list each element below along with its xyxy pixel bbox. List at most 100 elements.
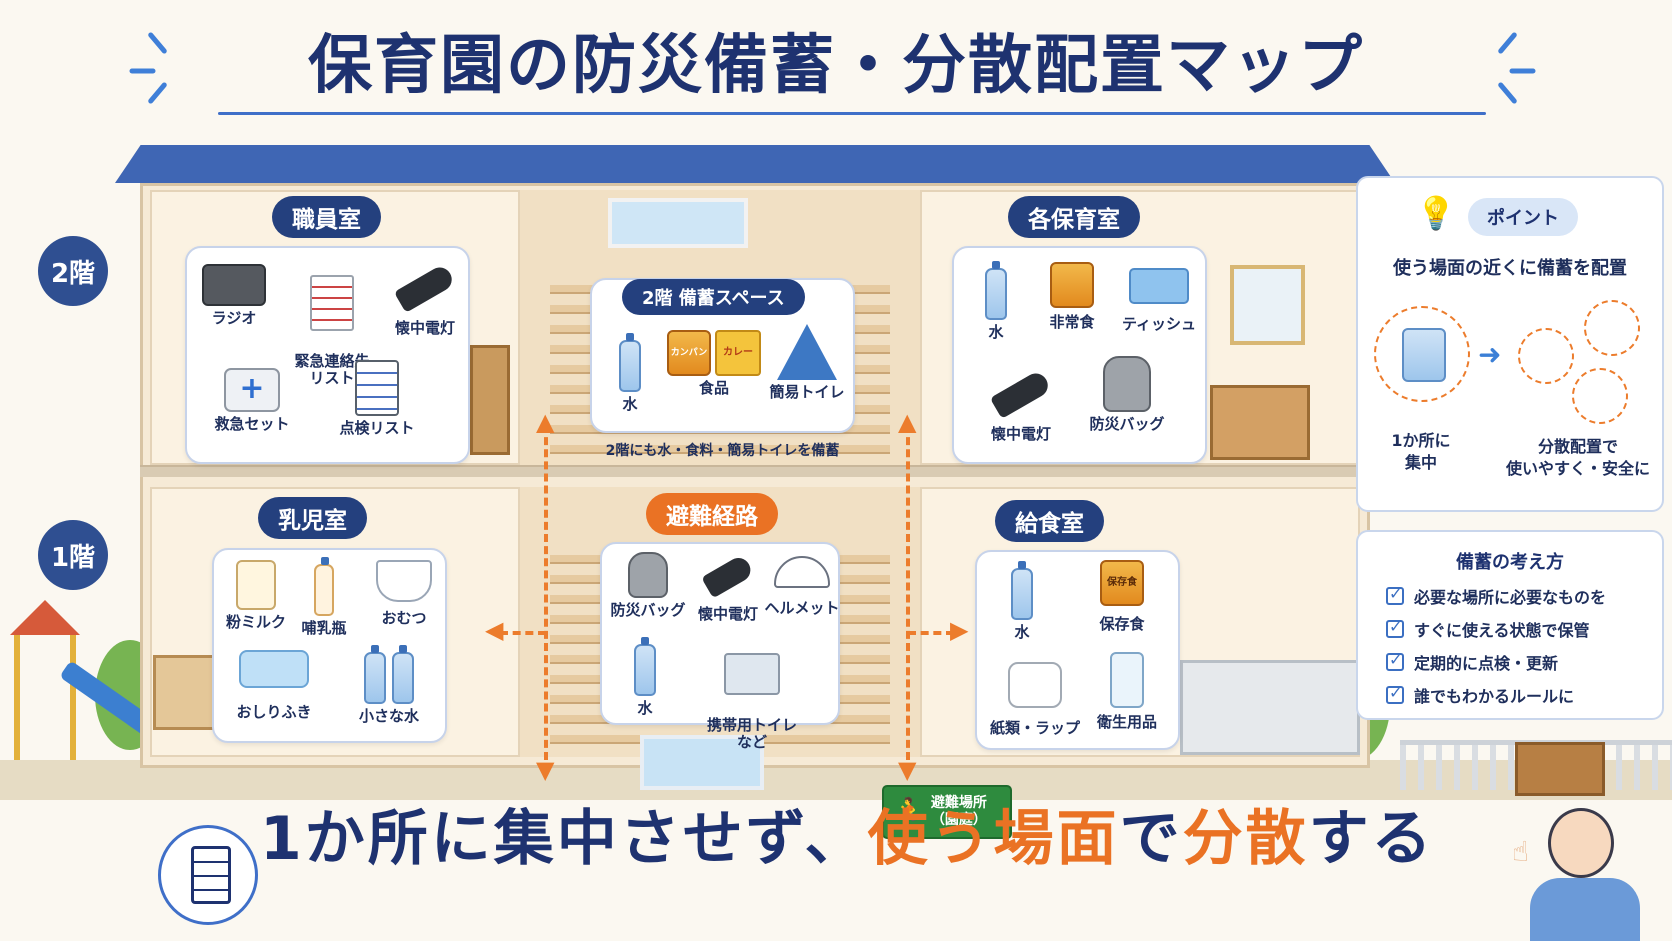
arrow-right-icon: ▶ bbox=[950, 616, 969, 644]
crib bbox=[153, 655, 223, 730]
arrow-up-icon: ▲ bbox=[536, 408, 555, 436]
floor-slab bbox=[140, 465, 1370, 477]
classroom-item-flashlight: 懐中電灯 bbox=[976, 368, 1066, 443]
shelf bbox=[470, 345, 510, 455]
distributed-circle bbox=[1584, 300, 1640, 356]
list-icon bbox=[310, 275, 354, 332]
window bbox=[1230, 265, 1305, 345]
principles-panel: 備蓄の考え方 必要な場所に必要なものを すぐに使える状態で保管 定期的に点検・更… bbox=[1356, 530, 1664, 720]
portable-toilet-icon bbox=[724, 653, 780, 696]
point-badge: ポイント bbox=[1468, 198, 1578, 236]
title-underline bbox=[218, 112, 1486, 115]
classroom-item-emergency-food: 非常食 bbox=[1032, 262, 1112, 331]
kitchen-item-water: 水 bbox=[1002, 560, 1042, 641]
evacuation-route-panel: 防災バッグ 懐中電灯 ヘルメット 水 携帯用トイレ など bbox=[600, 542, 842, 750]
tissue-icon bbox=[1129, 268, 1189, 304]
flashlight-icon bbox=[989, 369, 1053, 419]
evacuation-path-right bbox=[906, 425, 910, 760]
infant-item-formula: 粉ミルク bbox=[226, 560, 286, 631]
arrow-down-icon: ▼ bbox=[536, 756, 555, 784]
kitchen-item-hygiene: 衛生用品 bbox=[1087, 652, 1167, 731]
infant-item-diapers: おむつ bbox=[369, 560, 439, 627]
gate bbox=[1515, 742, 1605, 796]
floor-2-badge: 2階 bbox=[38, 236, 108, 306]
slogan-part: で bbox=[1119, 804, 1183, 874]
checkbox-icon bbox=[1386, 650, 1404, 671]
teacher-body bbox=[1530, 878, 1640, 941]
water-bottle-icon bbox=[985, 261, 1007, 320]
checkbox-icon bbox=[1386, 584, 1404, 605]
slogan-highlight: 分散 bbox=[1182, 804, 1309, 874]
concentrated-circle bbox=[1374, 306, 1470, 402]
principle-item: 定期的に点検・更新 bbox=[1386, 650, 1558, 674]
floor-1-badge: 1階 bbox=[38, 520, 108, 590]
evacuation-path-to-infant-room bbox=[500, 631, 546, 635]
kitchen-item-paper-wrap: 紙類・ラップ bbox=[985, 662, 1085, 737]
paper-roll-icon bbox=[1008, 662, 1062, 708]
water-bottle-icon bbox=[619, 333, 641, 392]
checklist-icon bbox=[191, 846, 231, 904]
water-bottle-icon bbox=[392, 645, 414, 704]
concentrated-caption: 1か所に 集中 bbox=[1391, 431, 1451, 472]
route-item-bag: 防災バッグ bbox=[608, 552, 688, 619]
route-item-flashlight: 懐中電灯 bbox=[688, 552, 768, 623]
slogan-part: 1か所に集中させず、 bbox=[260, 804, 868, 874]
staff-room-panel: ラジオ 緊急連絡先 リスト 懐中電灯 救急セット 点検リスト bbox=[185, 246, 470, 464]
baby-bottle-icon bbox=[314, 557, 334, 616]
staff-item-radio: ラジオ bbox=[199, 264, 269, 327]
staff-room-label: 職員室 bbox=[272, 196, 381, 238]
arrow-left-icon: ◀ bbox=[485, 616, 504, 644]
storage-note: 2階にも水・食料・簡易トイレを備蓄 bbox=[605, 443, 840, 459]
slogan: 1か所に集中させず、使う場面で分散する bbox=[260, 790, 1435, 877]
playground-post bbox=[70, 635, 76, 760]
infant-item-small-water: 小さな水 bbox=[344, 644, 434, 725]
formula-milk-icon bbox=[236, 560, 276, 610]
cracker-can-icon: カンパン bbox=[667, 330, 711, 376]
slogan-part: する bbox=[1308, 804, 1435, 874]
slogan-highlight: 使う場面 bbox=[867, 804, 1120, 874]
kitchen-label: 給食室 bbox=[995, 500, 1104, 542]
arrow-up-icon: ▲ bbox=[898, 408, 917, 436]
classroom-item-water: 水 bbox=[976, 260, 1016, 341]
evacuation-path-to-kitchen bbox=[908, 631, 954, 635]
playground-roof bbox=[10, 600, 80, 635]
staff-item-contact-list: 緊急連絡先 リスト bbox=[287, 258, 377, 387]
checkbox-icon bbox=[1386, 683, 1404, 704]
lightbulb-icon: 💡 bbox=[1416, 194, 1456, 232]
kitchen-panel: 水 保存食 保存食 紙類・ラップ 衛生用品 bbox=[975, 550, 1180, 750]
route-item-helmet: ヘルメット bbox=[762, 556, 842, 617]
classroom-label: 各保育室 bbox=[1008, 196, 1140, 238]
sparkle-icon bbox=[129, 68, 156, 74]
stockpile-icon bbox=[1402, 328, 1446, 382]
water-bottle-icon bbox=[1011, 561, 1033, 620]
bookshelf bbox=[1210, 385, 1310, 460]
helmet-icon bbox=[774, 556, 830, 588]
wipes-icon bbox=[239, 650, 309, 688]
slogan-badge bbox=[158, 825, 258, 925]
route-item-portable-toilet: 携帯用トイレ など bbox=[692, 636, 812, 751]
arrow-down-icon: ▼ bbox=[898, 756, 917, 784]
pointing-hand-icon: ☝ bbox=[1512, 835, 1530, 868]
canned-food-icon: 保存食 bbox=[1100, 560, 1144, 606]
infant-room-label: 乳児室 bbox=[258, 497, 367, 539]
staff-item-flashlight: 懐中電灯 bbox=[385, 263, 465, 337]
evacuation-site-label: 避難場所 （園庭） bbox=[930, 795, 987, 828]
radio-icon bbox=[202, 264, 266, 306]
infant-room-panel: 粉ミルク 哺乳瓶 おむつ おしりふき 小さな水 bbox=[212, 548, 447, 743]
evacuation-site-sign: 🏃 避難場所 （園庭） bbox=[882, 785, 1012, 839]
playground-post bbox=[14, 635, 20, 760]
canned-food-icon bbox=[1050, 262, 1094, 308]
distributed-circle bbox=[1518, 328, 1574, 384]
staff-item-first-aid: 救急セット bbox=[207, 368, 297, 433]
distributed-caption: 分散配置で 使いやすく・安全に bbox=[1505, 437, 1650, 478]
water-bottle-icon bbox=[634, 637, 656, 696]
evacuation-route-label: 避難経路 bbox=[646, 493, 778, 535]
principles-heading: 備蓄の考え方 bbox=[1456, 552, 1564, 573]
kitchen-counter bbox=[1180, 660, 1360, 755]
second-floor-storage-panel: 2階 備蓄スペース 水 カンパン カレー 食品 簡易トイレ bbox=[590, 278, 855, 433]
exit-sign-icon: 🏃 bbox=[892, 795, 927, 829]
principle-item: 誰でもわかるルールに bbox=[1386, 683, 1574, 707]
kitchen-item-preserved-food: 保存食 保存食 bbox=[1082, 560, 1162, 633]
roof bbox=[115, 145, 1395, 183]
point-heading: 使う場面の近くに備蓄を配置 bbox=[1393, 258, 1627, 279]
